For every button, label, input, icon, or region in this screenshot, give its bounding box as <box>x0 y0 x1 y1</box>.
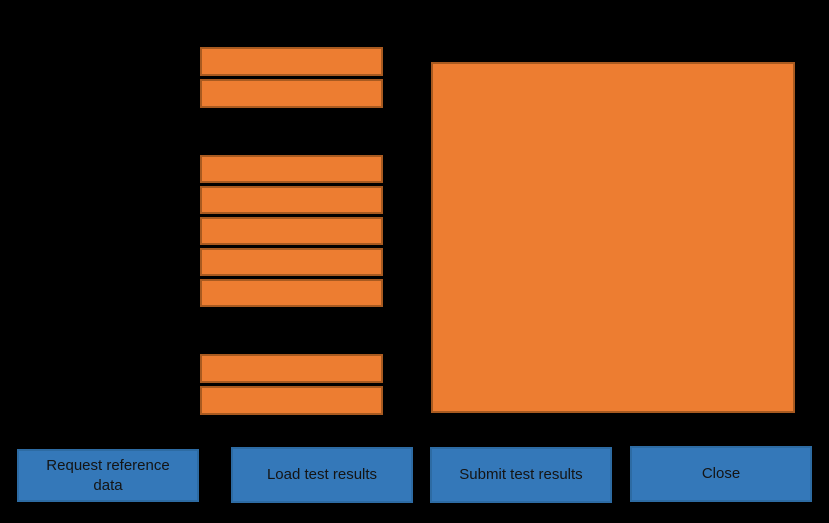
highlight-bar <box>200 248 383 276</box>
highlight-bar <box>200 354 383 383</box>
highlight-bar-group-top <box>200 47 383 108</box>
highlight-bar-group-bottom <box>200 354 383 415</box>
highlight-bar <box>200 386 383 415</box>
highlight-bar <box>200 279 383 307</box>
highlight-bar-group-middle <box>200 155 383 307</box>
submit-test-results-button[interactable]: Submit test results <box>430 447 612 503</box>
highlight-bar <box>200 186 383 214</box>
request-reference-data-button[interactable]: Request reference data <box>17 449 199 502</box>
load-test-results-button-label: Load test results <box>266 466 378 483</box>
highlight-bar <box>200 217 383 245</box>
close-button-label: Close <box>701 465 741 482</box>
request-reference-data-button-label: Request reference data <box>46 456 170 494</box>
load-test-results-button[interactable]: Load test results <box>231 447 413 503</box>
highlight-bar <box>200 79 383 108</box>
highlight-bar <box>200 155 383 183</box>
highlight-bar <box>200 47 383 76</box>
close-button[interactable]: Close <box>630 446 812 502</box>
submit-test-results-button-label: Submit test results <box>459 466 583 483</box>
highlight-panel-large <box>431 62 795 413</box>
